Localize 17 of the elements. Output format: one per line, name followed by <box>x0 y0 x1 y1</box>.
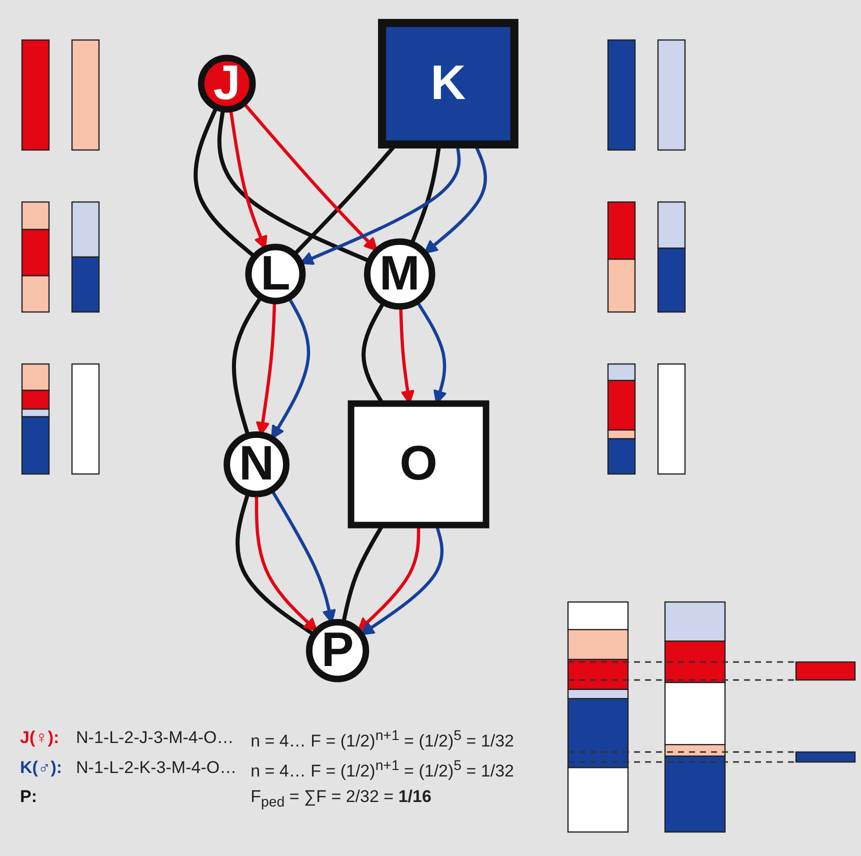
node-box: O <box>348 400 490 528</box>
formula: n = 4… F = (1/2)$^{n+1}$ = (1/2)$^{5}$ = 1/32 <box>250 758 514 782</box>
node-box: K <box>378 18 518 148</box>
node-circle: L <box>245 244 306 304</box>
formula: F$_{ped}$ = ∑F = 2/32 = 1/16 <box>250 787 432 811</box>
individual-label: P: <box>20 787 38 808</box>
formula: n = 4… F = (1/2)$^{n+1}$ = (1/2)$^{5}$ = 1/32 <box>250 728 514 752</box>
parent-label: J(♀): <box>20 728 60 749</box>
arrow <box>242 102 378 252</box>
node-circle: M <box>364 238 436 310</box>
node-circle: J <box>198 54 256 113</box>
node-circle: P <box>306 619 370 682</box>
path-sequence: N-1-L-2-K-3-M-4-O… <box>76 758 237 779</box>
node-circle: N <box>224 431 290 498</box>
arrow <box>254 494 318 632</box>
parent-label: K(♂): <box>20 758 62 779</box>
path-sequence: N-1-L-2-J-3-M-4-O… <box>76 728 235 749</box>
